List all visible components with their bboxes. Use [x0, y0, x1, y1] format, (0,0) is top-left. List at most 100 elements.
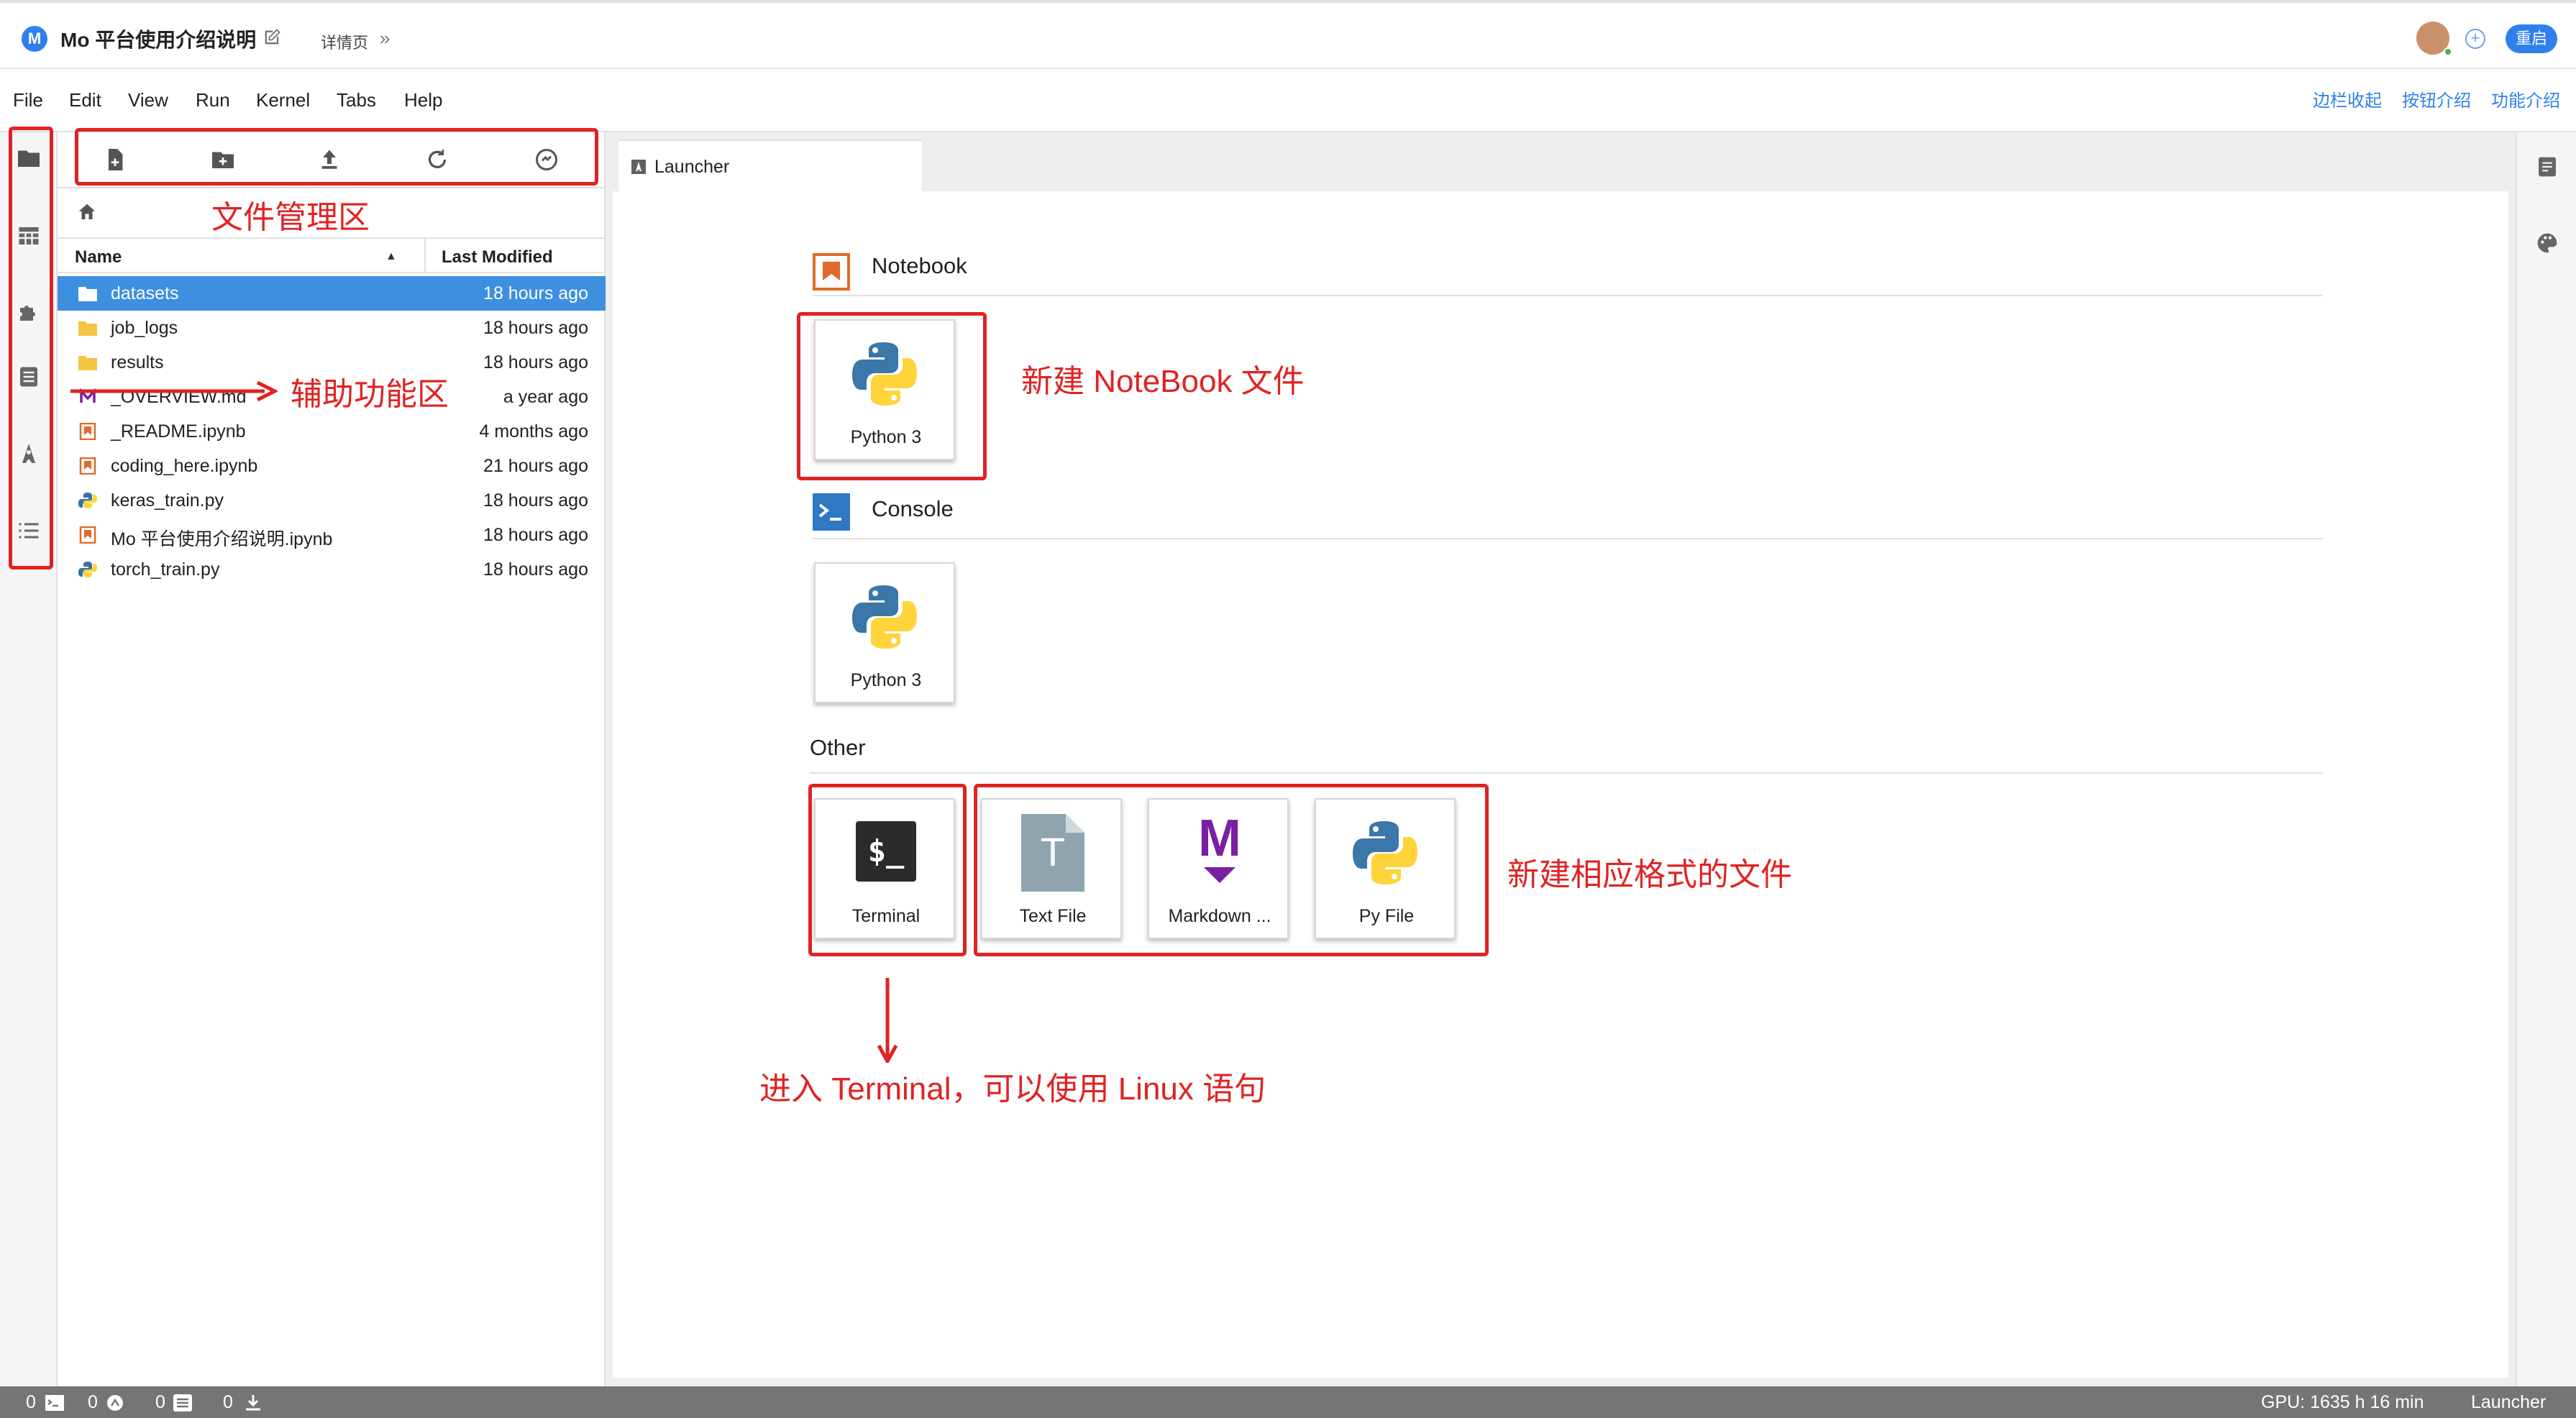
- file-browser: Name ▲ Last Modified datasets 18 hours a…: [58, 132, 606, 1386]
- console-section-icon: [813, 493, 850, 531]
- annotation-box-notebook: [797, 312, 987, 480]
- tab-launcher[interactable]: Launcher: [618, 139, 922, 191]
- file-row-results[interactable]: results 18 hours ago: [58, 345, 606, 380]
- new-file-icon[interactable]: [102, 147, 128, 173]
- download-icon[interactable]: [243, 1394, 263, 1412]
- api-docs-icon[interactable]: [2536, 155, 2559, 178]
- add-icon[interactable]: +: [2465, 29, 2485, 49]
- annotation-arrow-down: [877, 978, 898, 1063]
- file-modified: a year ago: [503, 387, 588, 407]
- list-icon[interactable]: [173, 1394, 193, 1412]
- file-name: torch_train.py: [111, 559, 220, 580]
- menu-run[interactable]: Run: [196, 89, 230, 111]
- menu-file[interactable]: File: [13, 89, 43, 111]
- file-modified: 18 hours ago: [483, 525, 588, 545]
- notebook-section-title: Notebook: [872, 253, 967, 278]
- kernel-count[interactable]: 0: [88, 1392, 98, 1412]
- file-modified: 4 months ago: [479, 421, 589, 442]
- folder-icon[interactable]: [16, 145, 42, 171]
- file-modified: 18 hours ago: [483, 318, 588, 338]
- tab-label: Launcher: [654, 157, 730, 177]
- palette-icon[interactable]: [2536, 232, 2559, 255]
- gpu-usage: GPU: 1635 h 16 min: [2261, 1392, 2424, 1412]
- edit-icon[interactable]: [262, 27, 282, 47]
- annotation-box-toolbar: [75, 128, 598, 186]
- download-count[interactable]: 0: [223, 1392, 233, 1412]
- card-label: Text File: [1019, 906, 1087, 926]
- table-icon[interactable]: [16, 223, 42, 249]
- console-python3-card[interactable]: Python 3: [814, 562, 955, 703]
- markdown-icon: [80, 388, 96, 403]
- file-name: datasets: [111, 283, 179, 303]
- terminal-count[interactable]: 0: [26, 1392, 36, 1412]
- markdown-arrow-icon: [1204, 867, 1236, 883]
- menu-kernel[interactable]: Kernel: [256, 89, 311, 111]
- folder-icon: [78, 287, 97, 301]
- table-of-contents-icon[interactable]: [16, 518, 42, 544]
- terminal-card[interactable]: $_ Terminal: [814, 798, 955, 939]
- home-icon[interactable]: [76, 201, 98, 223]
- restart-button[interactable]: 重启: [2506, 24, 2557, 53]
- refresh-icon[interactable]: [424, 147, 450, 173]
- file-name: job_logs: [111, 318, 178, 338]
- py-file-card[interactable]: Py File: [1315, 798, 1456, 939]
- markdown-icon: M: [1198, 810, 1241, 867]
- file-modified: 18 hours ago: [483, 352, 588, 372]
- terminal-icon[interactable]: [45, 1394, 65, 1412]
- menu-view[interactable]: View: [128, 89, 168, 111]
- notebook-section-icon: [813, 253, 850, 291]
- menu-tabs[interactable]: Tabs: [337, 89, 376, 111]
- right-sidebar-tabs: [2516, 132, 2576, 1386]
- build-rocket-icon[interactable]: [16, 442, 42, 467]
- file-name: results: [111, 352, 164, 372]
- file-name: coding_here.ipynb: [111, 456, 258, 476]
- online-status-dot: [2444, 47, 2452, 56]
- chevron-double-right-icon[interactable]: »: [380, 27, 390, 49]
- sort-ascending-icon[interactable]: ▲: [385, 250, 397, 262]
- feature-intro-link[interactable]: 功能介绍: [2491, 91, 2560, 111]
- file-modified: 18 hours ago: [483, 283, 588, 303]
- column-divider[interactable]: [424, 239, 426, 273]
- card-label: Python 3: [850, 427, 922, 447]
- top-bar: M Mo 平台使用介绍说明 详情页 » + 重启: [0, 0, 2576, 69]
- current-activity: Launcher: [2471, 1392, 2547, 1412]
- file-row-job-logs[interactable]: job_logs 18 hours ago: [58, 311, 606, 345]
- button-intro-link[interactable]: 按钮介绍: [2402, 91, 2471, 111]
- file-list: datasets 18 hours ago job_logs 18 hours …: [58, 276, 606, 587]
- card-label: Py File: [1358, 906, 1415, 926]
- tab-bar: Launcher: [606, 132, 2516, 191]
- notebook-python3-card[interactable]: Python 3: [814, 319, 955, 460]
- property-inspector-icon[interactable]: [16, 364, 42, 390]
- markdown-file-card[interactable]: M Markdown ...: [1148, 798, 1289, 939]
- menu-bar: File Edit View Run Kernel Tabs Help 边栏收起…: [0, 69, 2576, 132]
- file-row-readme-ipynb[interactable]: _README.ipynb 4 months ago: [58, 414, 606, 449]
- file-row-torch-train-py[interactable]: torch_train.py 18 hours ago: [58, 552, 606, 587]
- detail-page-link[interactable]: 详情页: [321, 34, 369, 52]
- menu-help[interactable]: Help: [404, 89, 443, 111]
- annotation-aux-functions: 辅助功能区: [291, 377, 449, 412]
- git-clone-icon[interactable]: [534, 147, 559, 173]
- new-folder-icon[interactable]: [210, 147, 236, 173]
- text-file-glyph: T: [1040, 829, 1066, 874]
- collapse-sidebar-link[interactable]: 边栏收起: [2313, 91, 2382, 111]
- file-modified: 18 hours ago: [483, 559, 588, 580]
- folder-icon: [78, 356, 97, 370]
- name-column-header[interactable]: Name: [75, 247, 122, 267]
- annotation-file-manager: 文件管理区: [211, 200, 370, 235]
- text-file-card[interactable]: T Text File: [981, 798, 1122, 939]
- tabs-count[interactable]: 0: [155, 1392, 165, 1412]
- upload-icon[interactable]: [316, 147, 342, 173]
- menu-edit[interactable]: Edit: [69, 89, 101, 111]
- file-row-coding-here-ipynb[interactable]: coding_here.ipynb 21 hours ago: [58, 449, 606, 483]
- file-name: _README.ipynb: [111, 421, 246, 442]
- kernel-icon[interactable]: [105, 1394, 125, 1412]
- section-divider: [810, 772, 2323, 774]
- file-row-mo-intro-ipynb[interactable]: Mo 平台使用介绍说明.ipynb 18 hours ago: [58, 518, 606, 552]
- file-row-keras-train-py[interactable]: keras_train.py 18 hours ago: [58, 483, 606, 518]
- file-modified: 21 hours ago: [483, 456, 588, 476]
- extension-icon[interactable]: [16, 299, 42, 325]
- last-modified-column-header[interactable]: Last Modified: [442, 247, 553, 267]
- file-row-datasets[interactable]: datasets 18 hours ago: [58, 276, 606, 311]
- status-bar: 0 0 0 0 GPU: 1635 h 16 min Launcher: [0, 1386, 2576, 1418]
- app-logo[interactable]: M: [22, 26, 47, 52]
